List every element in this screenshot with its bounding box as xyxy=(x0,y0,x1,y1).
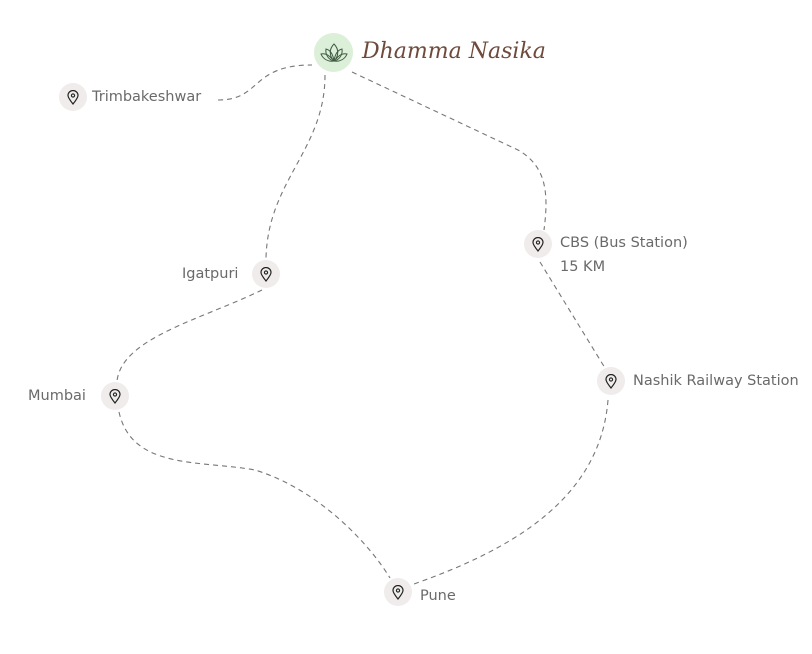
label-cbs-distance: 15 KM xyxy=(560,259,606,275)
map-pin-icon xyxy=(392,584,404,600)
pin-igatpuri[interactable] xyxy=(252,260,280,288)
route-nashik-pune xyxy=(413,399,609,585)
map-pin-icon xyxy=(532,236,544,252)
pin-nashik-railway-station[interactable] xyxy=(597,367,625,395)
pin-mumbai[interactable] xyxy=(101,382,129,410)
label-trimbakeshwar: Trimbakeshwar xyxy=(92,89,202,105)
label-pune: Pune xyxy=(420,588,456,604)
pin-trimbakeshwar[interactable] xyxy=(59,83,87,111)
label-cbs: CBS (Bus Station) xyxy=(560,235,688,251)
pin-cbs[interactable] xyxy=(524,230,552,258)
route-cbs xyxy=(351,71,547,231)
route-igatpuri-mumbai xyxy=(116,289,263,382)
map-pin-icon xyxy=(260,266,272,282)
lotus-logo xyxy=(314,33,353,72)
label-mumbai: Mumbai xyxy=(28,388,86,404)
page-title: Dhamma Nasika xyxy=(362,39,546,64)
map-pin-icon xyxy=(605,373,617,389)
label-igatpuri: Igatpuri xyxy=(182,266,239,282)
lotus-icon xyxy=(319,42,348,62)
label-nashik-railway-station: Nashik Railway Station xyxy=(633,373,799,389)
route-igatpuri xyxy=(265,74,326,259)
map-pin-icon xyxy=(109,388,121,404)
route-trimbakeshwar xyxy=(217,64,313,101)
route-mumbai-pune xyxy=(118,411,391,579)
route-cbs-nashik xyxy=(539,261,606,369)
pin-pune[interactable] xyxy=(384,578,412,606)
map-pin-icon xyxy=(67,89,79,105)
